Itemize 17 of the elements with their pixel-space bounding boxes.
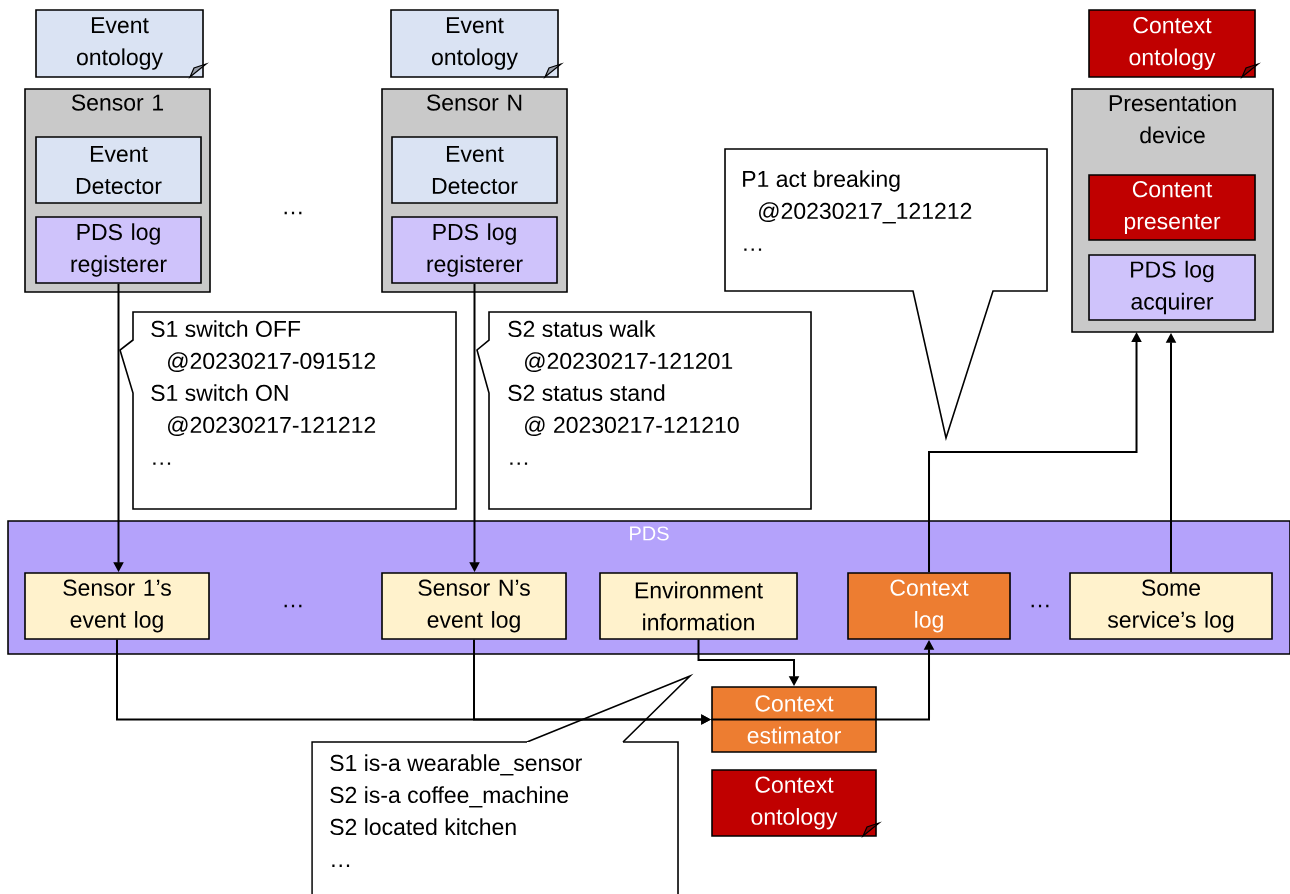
speech-callout: S1 switch OFF @20230217-091512 S1 switch ON @20230217-121212 … <box>119 311 457 510</box>
ellipsis-text: … <box>1031 604 1049 608</box>
process-box: Context log <box>847 572 1011 640</box>
process-box: Context estimator <box>711 686 877 753</box>
process-box: Event Detector <box>35 136 202 204</box>
process-box: PDS log registerer <box>391 216 558 284</box>
process-box: Environment information <box>599 572 798 640</box>
process-box: Sensor N’s event log <box>381 572 567 640</box>
ellipsis-text: … <box>284 211 302 215</box>
process-box: PDS log acquirer <box>1088 254 1256 321</box>
speech-callout: S2 status walk @20230217-121201 S2 status stand @ 20230217-121210 … <box>476 311 812 510</box>
process-box: Sensor 1’s event log <box>24 572 210 640</box>
process-box: PDS log registerer <box>35 216 202 284</box>
ellipsis-text: … <box>284 604 302 608</box>
process-box: Event Detector <box>391 136 558 204</box>
process-box: Some service’s log <box>1069 572 1273 640</box>
process-box: Content presenter <box>1088 174 1256 241</box>
